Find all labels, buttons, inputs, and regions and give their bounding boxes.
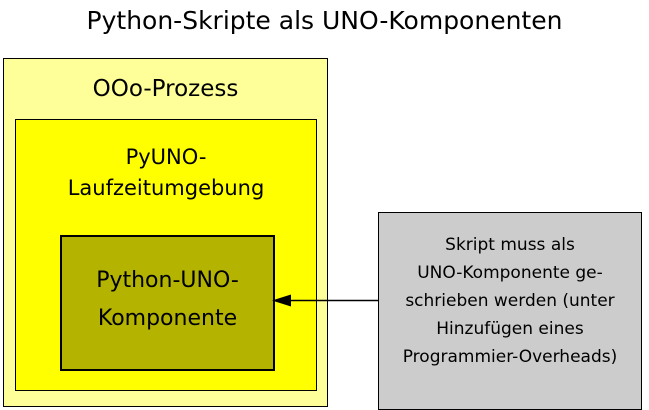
box-ooo-process-label: OOo-Prozess	[92, 76, 239, 102]
box-pyuno-runtime-label-line2: Laufzeitumgebung	[67, 176, 265, 200]
note-line: UNO-Komponente ge-	[417, 263, 603, 283]
box-python-uno-component-label-line2: Komponente	[97, 306, 238, 331]
box-pyuno-runtime: PyUNO- Laufzeitumgebung Python-UNO- Komp…	[15, 119, 317, 391]
box-python-uno-component-label: Python-UNO- Komponente	[62, 262, 273, 338]
box-pyuno-runtime-label-line1: PyUNO-	[125, 145, 207, 169]
box-pyuno-runtime-label: PyUNO- Laufzeitumgebung	[16, 142, 316, 204]
note-line: Programmier-Overheads)	[402, 347, 618, 367]
box-python-uno-component-label-line1: Python-UNO-	[96, 268, 239, 293]
note-line: Hinzufügen eines	[436, 319, 584, 339]
box-ooo-process: OOo-Prozess PyUNO- Laufzeitumgebung Pyth…	[3, 58, 328, 407]
box-python-uno-component: Python-UNO- Komponente	[60, 235, 275, 371]
arrow-note-to-component	[272, 294, 378, 307]
note-line: Skript muss als	[445, 235, 575, 255]
diagram-title: Python-Skripte als UNO-Komponenten	[86, 6, 563, 35]
box-note-annotation: Skript muss als UNO-Komponente ge- schri…	[378, 212, 642, 410]
arrow-head-icon	[272, 294, 291, 307]
note-line: schrieben werden (unter	[405, 291, 615, 311]
